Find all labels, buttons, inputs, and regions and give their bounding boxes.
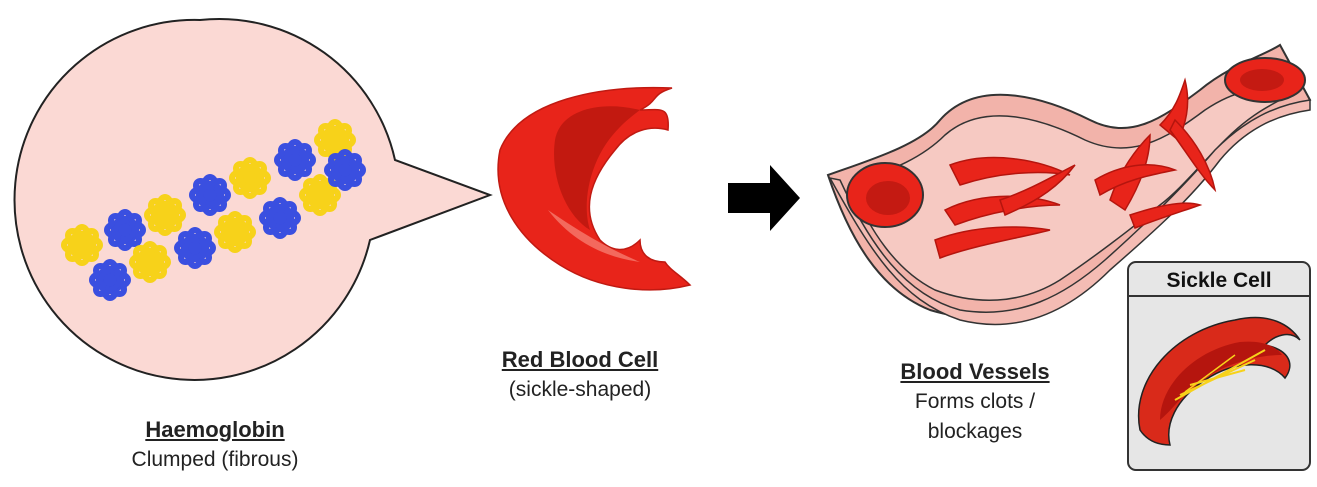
haemoglobin-subunit — [177, 230, 214, 267]
haemoglobin-subunit — [132, 244, 169, 281]
haemoglobin-title: Haemoglobin — [100, 415, 330, 445]
haemoglobin-subunit — [327, 152, 364, 189]
sickle-cell-inset-title: Sickle Cell — [1166, 269, 1271, 292]
haemoglobin-subunit — [64, 227, 101, 264]
haemoglobin-subunit — [192, 177, 229, 214]
blood-vessels-subtitle-line1: Forms clots / — [860, 387, 1090, 417]
normal-red-blood-cell-right — [1225, 58, 1305, 102]
red-blood-cell-subtitle: (sickle-shaped) — [465, 375, 695, 405]
blood-vessels-caption: Blood Vessels Forms clots / blockages — [860, 357, 1090, 447]
haemoglobin-subunit — [107, 212, 144, 249]
sickle-cell-inset: Sickle Cell — [1128, 262, 1310, 470]
haemoglobin-subunit — [262, 200, 299, 237]
haemoglobin-subunit — [92, 262, 129, 299]
haemoglobin-subunit — [277, 142, 314, 179]
right-arrow-icon — [728, 165, 800, 231]
haemoglobin-subunit — [217, 214, 254, 251]
red-blood-cell-title: Red Blood Cell — [465, 345, 695, 375]
red-blood-cell-caption: Red Blood Cell (sickle-shaped) — [465, 345, 695, 405]
haemoglobin-caption: Haemoglobin Clumped (fibrous) — [100, 415, 330, 475]
normal-red-blood-cell-left — [847, 163, 923, 227]
blood-vessels-subtitle-line2: blockages — [860, 417, 1090, 447]
haemoglobin-subtitle: Clumped (fibrous) — [100, 445, 330, 475]
sickle-red-blood-cell — [498, 88, 690, 290]
haemoglobin-subunit — [232, 160, 269, 197]
blood-vessels-title: Blood Vessels — [860, 357, 1090, 387]
haemoglobin-subunit — [147, 197, 184, 234]
haemoglobin-zoom-bubble — [15, 19, 490, 380]
